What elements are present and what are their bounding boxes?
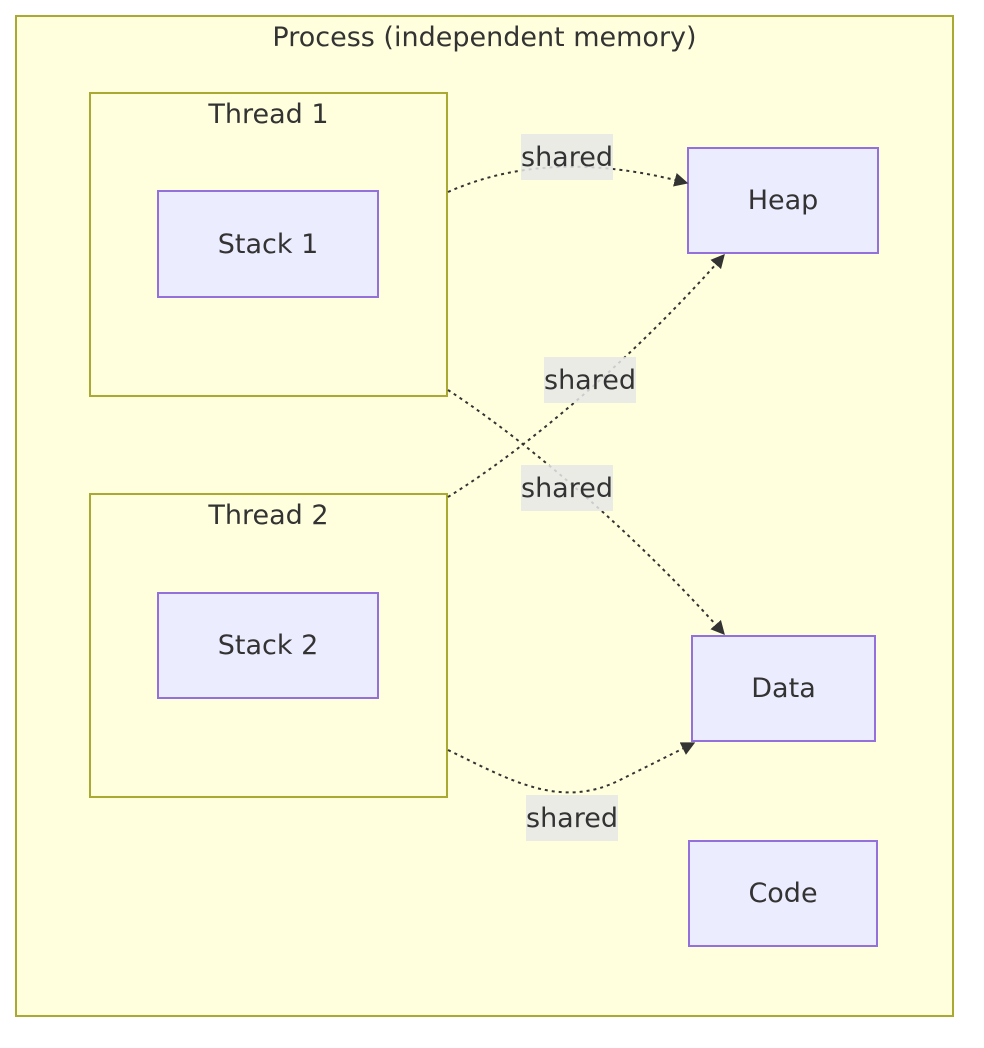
edge-label-thread2-heap: shared	[544, 357, 636, 403]
thread-1-title: Thread 1	[208, 99, 329, 130]
edge-thread2-data	[447, 742, 696, 794]
edge-label-thread1-data: shared	[521, 465, 613, 511]
edge-thread1-heap	[447, 165, 689, 193]
stack-1-node: Stack 1	[157, 190, 379, 298]
edge-label-thread1-heap: shared	[521, 134, 613, 180]
edge-thread1-data	[447, 389, 725, 636]
stack-2-node: Stack 2	[157, 592, 379, 699]
edge-label-thread2-data: shared	[526, 795, 618, 841]
code-node: Code	[688, 840, 878, 947]
process-title: Process (independent memory)	[272, 22, 697, 53]
thread-2-title: Thread 2	[208, 500, 329, 531]
heap-node: Heap	[687, 147, 879, 254]
data-node: Data	[691, 635, 876, 742]
